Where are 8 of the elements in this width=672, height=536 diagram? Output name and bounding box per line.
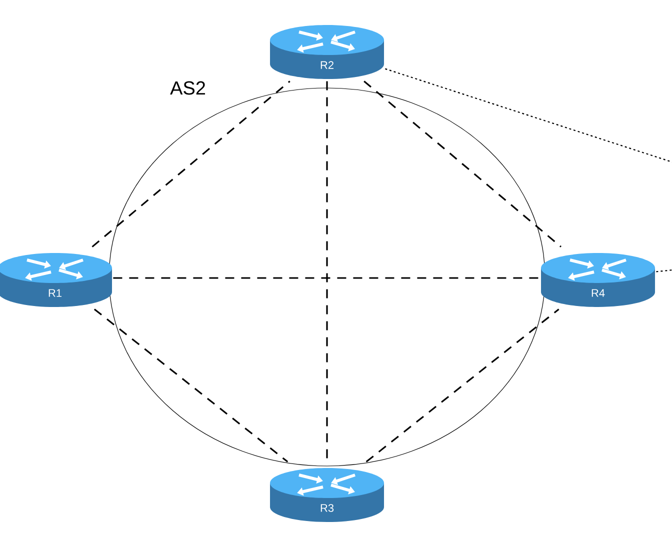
link-line <box>113 277 540 279</box>
link-line <box>94 308 288 462</box>
as-label: AS2 <box>170 81 205 95</box>
link-line <box>364 80 562 248</box>
dotted-link-line <box>656 269 672 272</box>
dotted-link-line <box>385 68 672 163</box>
link-line <box>92 80 290 248</box>
link-line <box>366 308 560 462</box>
